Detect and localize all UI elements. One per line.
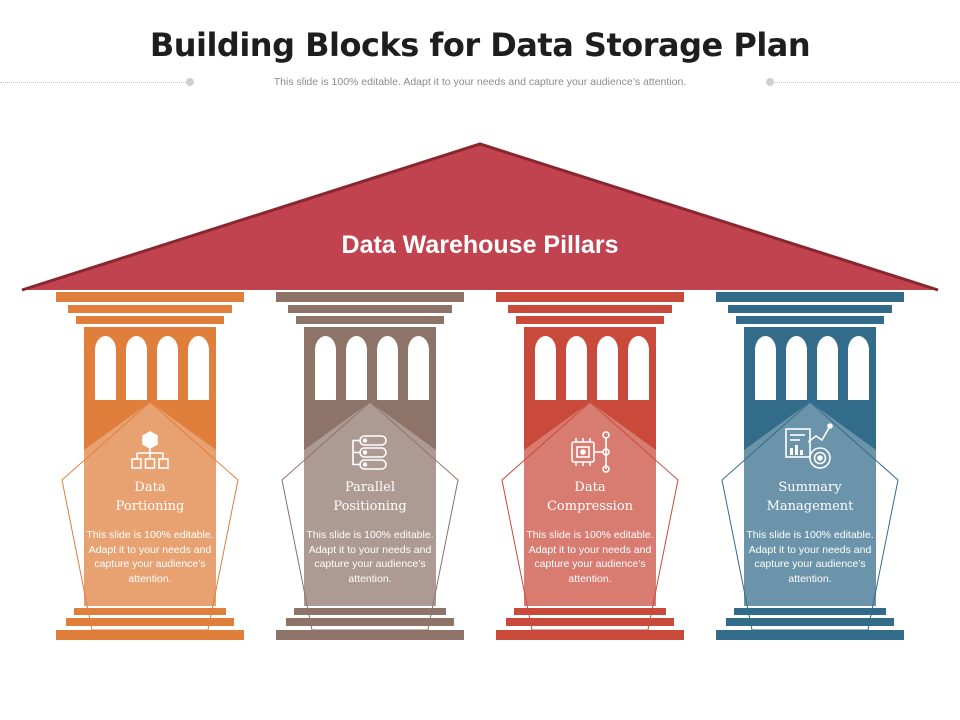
capital-bottom xyxy=(296,316,444,324)
shaft-arches xyxy=(315,336,429,400)
pillar-description: This slide is 100% editable. Adapt it to… xyxy=(86,529,214,585)
capital-bottom xyxy=(736,316,884,324)
base-middle xyxy=(726,618,894,626)
page-title: Building Blocks for Data Storage Plan xyxy=(149,26,811,64)
base-bottom xyxy=(716,630,904,640)
capital-middle xyxy=(68,305,232,313)
arch xyxy=(817,336,838,400)
pillar-title-line: Data xyxy=(134,480,166,495)
base-bottom xyxy=(56,630,244,640)
pillar-3-text: Data Compression This slide is 100% edit… xyxy=(520,478,660,586)
info-panel xyxy=(524,402,656,606)
arch xyxy=(157,336,178,400)
page-subtitle: This slide is 100% editable. Adapt it to… xyxy=(273,76,687,88)
capital-top xyxy=(56,292,244,302)
base-middle xyxy=(506,618,674,626)
divider-dot-right xyxy=(766,78,774,86)
arch xyxy=(377,336,398,400)
divider-left xyxy=(0,82,190,83)
capital-bottom xyxy=(76,316,224,324)
capital-middle xyxy=(728,305,892,313)
shaft-arches xyxy=(755,336,869,400)
arch xyxy=(597,336,618,400)
arch xyxy=(346,336,367,400)
arch xyxy=(786,336,807,400)
base-top xyxy=(514,608,666,615)
pillar-title-line: Portioning xyxy=(115,499,185,514)
arch xyxy=(628,336,649,400)
arch xyxy=(408,336,429,400)
roof: Data Warehouse Pillars xyxy=(21,142,939,292)
base-middle xyxy=(286,618,454,626)
base-top xyxy=(734,608,886,615)
base-top xyxy=(294,608,446,615)
hierarchy-icon xyxy=(131,431,169,469)
pillar-description: This slide is 100% editable. Adapt it to… xyxy=(746,529,874,585)
pillar-title: Parallel Positioning xyxy=(300,478,440,516)
arch xyxy=(848,336,869,400)
pillar-title-line: Parallel xyxy=(344,480,396,495)
pillar-title: Data Portioning xyxy=(80,478,220,516)
pillar-description: This slide is 100% editable. Adapt it to… xyxy=(526,529,654,585)
pillar-title-line: Summary xyxy=(778,480,842,495)
arch xyxy=(188,336,209,400)
arch xyxy=(566,336,587,400)
pillar-title-line: Positioning xyxy=(333,499,407,514)
capital-middle xyxy=(288,305,452,313)
pillar-description: This slide is 100% editable. Adapt it to… xyxy=(306,529,434,585)
base-middle xyxy=(66,618,234,626)
base-bottom xyxy=(276,630,464,640)
pillar-2-text: Parallel Positioning This slide is 100% … xyxy=(300,478,440,586)
capital-bottom xyxy=(516,316,664,324)
shaft-arches xyxy=(95,336,209,400)
server-stack-icon xyxy=(352,435,387,470)
capital-top xyxy=(276,292,464,302)
pillar-1-text: Data Portioning This slide is 100% edita… xyxy=(80,478,220,586)
shaft-arches xyxy=(535,336,649,400)
info-panel xyxy=(304,402,436,606)
data-chip-icon xyxy=(571,431,610,473)
arch xyxy=(95,336,116,400)
divider-dot-left xyxy=(186,78,194,86)
capital-middle xyxy=(508,305,672,313)
pillar-4-text: Summary Management This slide is 100% ed… xyxy=(740,478,880,586)
pillar-title: Data Compression xyxy=(520,478,660,516)
analytics-chart-icon xyxy=(785,423,833,469)
pillar-summary-management xyxy=(716,292,904,640)
pillar-title-line: Compression xyxy=(546,499,634,514)
pillar-title: Summary Management xyxy=(740,478,880,516)
info-panel xyxy=(84,402,216,606)
arch xyxy=(126,336,147,400)
pillar-data-compression xyxy=(496,292,684,640)
arch xyxy=(535,336,556,400)
pillar-data-portioning xyxy=(56,292,244,640)
capital-top xyxy=(496,292,684,302)
arch xyxy=(315,336,336,400)
roof-shape xyxy=(22,144,938,290)
roof-label: Data Warehouse Pillars xyxy=(342,231,619,259)
base-bottom xyxy=(496,630,684,640)
base-top xyxy=(74,608,226,615)
capital-top xyxy=(716,292,904,302)
info-panel xyxy=(744,402,876,606)
divider-right xyxy=(772,82,960,83)
roof-edge xyxy=(21,142,939,292)
arch xyxy=(755,336,776,400)
pillar-title-line: Data xyxy=(574,480,606,495)
pillar-title-line: Management xyxy=(766,499,854,514)
pillar-parallel-positioning xyxy=(276,292,464,640)
